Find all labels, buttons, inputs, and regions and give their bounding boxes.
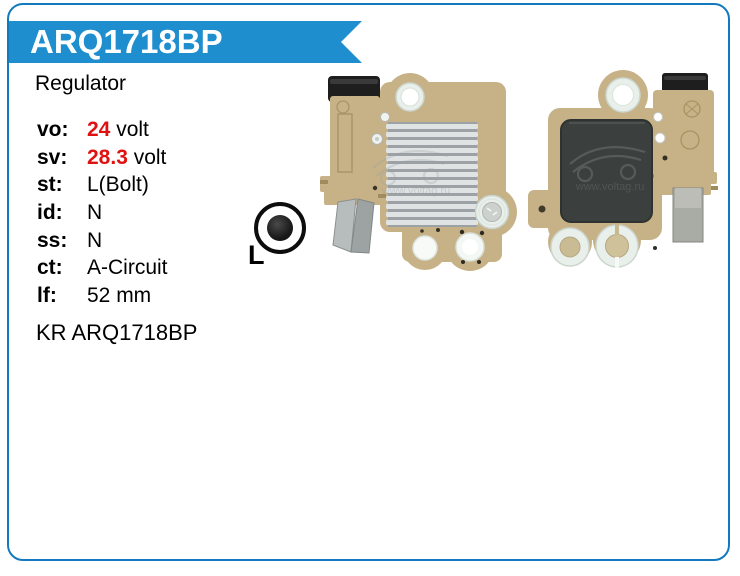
catalog-code: KR ARQ1718BP [36,320,198,345]
spec-value-highlight: 24 [87,117,111,141]
watermark: www.voltag.ru [372,150,450,197]
heatsink [386,122,478,227]
spec-list: vo: 24 volt sv: 28.3 volt st: L(Bolt) id… [37,116,168,310]
spec-value-highlight: 28.3 [87,145,128,169]
spec-row-id: id: N [37,199,168,227]
spec-row-vo: vo: 24 volt [37,116,168,144]
spec-label: id: [37,200,63,224]
svg-text:www.voltag.ru: www.voltag.ru [381,185,450,197]
watermark: www.voltag.ru [569,146,646,193]
part-number-title: ARQ1718BP [30,23,223,60]
epoxy-module [560,119,653,223]
spec-row-st: st: L(Bolt) [37,171,168,199]
terminal-diagram-icon [254,202,306,254]
terminal-pin-icon [267,215,293,241]
spec-label: ss: [37,228,68,252]
product-photo-front: www.voltag.ru [320,73,517,271]
brush-right [350,198,375,254]
terminal-label: L [248,240,265,270]
spec-row-ss: ss: N [37,227,168,255]
svg-text:www.voltag.ru: www.voltag.ru [575,181,644,193]
spec-label: st: [37,173,63,197]
mount-hole [412,235,438,261]
spec-label: vo: [37,117,69,141]
spec-row-ct: ct: A-Circuit [37,254,168,282]
spec-label: ct: [37,256,63,280]
spec-value: L(Bolt) [87,173,149,197]
spec-label: lf: [37,283,57,307]
spec-row-lf: lf: 52 mm [37,282,168,310]
spec-value: volt [110,117,149,141]
spec-value: A-Circuit [87,256,168,280]
part-number-banner: ARQ1718BP [9,21,362,63]
spec-label: sv: [37,145,68,169]
product-photo-back: www.voltag.ru [528,70,718,268]
ceramic-rings [550,224,639,268]
spec-value: N [87,228,103,252]
spec-value: N [87,200,103,224]
product-type-label: Regulator [35,72,127,95]
spec-value: volt [127,145,167,169]
spec-row-sv: sv: 28.3 volt [37,144,168,172]
spec-value: 52 mm [87,283,152,307]
